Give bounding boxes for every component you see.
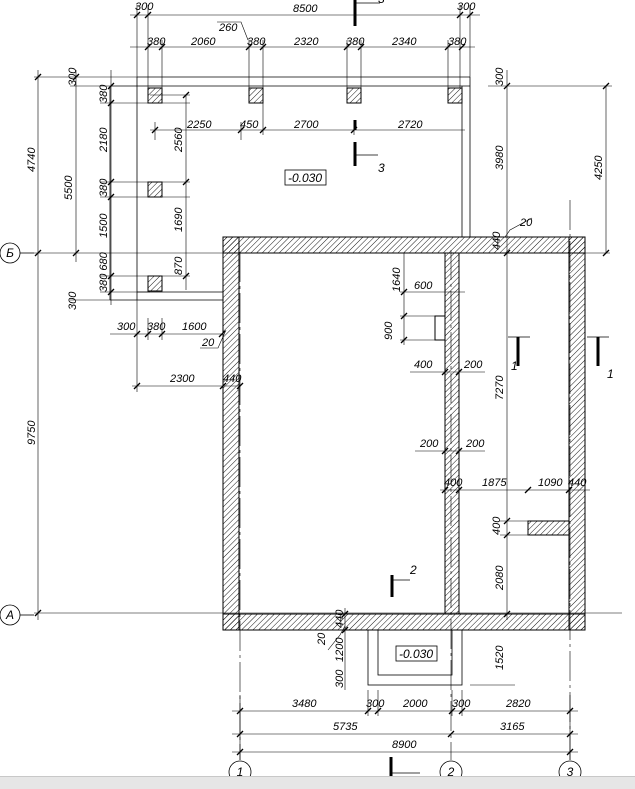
dim-text: 8900	[392, 739, 417, 751]
section-label-1-left: 1	[511, 359, 518, 373]
axis-label-2: 2	[447, 765, 455, 776]
dim-text: 2700	[293, 119, 319, 131]
dim-text: 1500	[98, 213, 110, 238]
canopy-outline	[109, 76, 471, 301]
dim-text: 1690	[173, 207, 185, 232]
dim-text: 300	[67, 67, 79, 86]
dim-text: 900	[383, 321, 395, 340]
entrance-porch	[367, 629, 463, 686]
dim-text: 380	[98, 84, 110, 103]
dim-text: 380	[147, 321, 166, 333]
dim-text: 300	[457, 1, 476, 13]
dim-text: 380	[346, 36, 365, 48]
building-walls	[222, 236, 586, 631]
dim-text: 2820	[505, 698, 531, 710]
dim-text: 20	[316, 632, 328, 646]
level-mark-top: -0.030	[288, 171, 322, 185]
dim-text: 2300	[169, 373, 195, 385]
dim-text: 380	[98, 178, 110, 197]
dim-text: 3165	[500, 721, 525, 733]
dim-text: 20	[519, 217, 533, 229]
dim-text: 2080	[494, 565, 506, 591]
dim-text: 1600	[182, 321, 207, 333]
section-markers	[353, 0, 609, 776]
dim-text: 3480	[292, 698, 317, 710]
dim-text: 600	[414, 280, 433, 292]
dim-text: 5500	[63, 175, 75, 200]
dimension-lines	[34, 5, 612, 760]
dim-text: 300	[67, 291, 79, 310]
dim-text: 20	[201, 337, 215, 349]
dim-text: 300	[334, 669, 346, 688]
dim-text: 380 680	[98, 251, 110, 292]
dim-text: 400	[444, 477, 463, 489]
dim-text: 5735	[333, 721, 358, 733]
dimension-ticks	[34, 11, 610, 756]
dim-text: 440	[491, 231, 503, 250]
dim-text: 440	[568, 477, 587, 489]
dim-text: 2320	[293, 36, 319, 48]
dim-text: 1640	[391, 267, 403, 292]
dim-text: 440	[334, 609, 346, 628]
section-labels: 3 3 1 1 2 2	[378, 0, 614, 776]
level-mark-bottom: -0.030	[399, 647, 433, 661]
dim-text: 380	[247, 36, 266, 48]
dim-text: 300	[366, 698, 385, 710]
dim-text: 2250	[186, 119, 212, 131]
dim-text: 3980	[494, 145, 506, 170]
level-marks: -0.030 -0.030	[284, 169, 438, 662]
dim-text: 260	[218, 22, 238, 34]
dim-text: 400	[414, 359, 433, 371]
dim-text: 8500	[293, 3, 318, 15]
axis-label-1: 1	[237, 765, 244, 776]
section-label-2-bottom: 2	[413, 775, 421, 776]
dim-text: 200	[465, 438, 485, 450]
dim-text: 300	[494, 67, 506, 86]
section-label-3-top: 3	[378, 0, 385, 6]
axis-labels: Б А 1 2 3	[5, 246, 574, 776]
dim-text: 2060	[190, 36, 216, 48]
dim-text: 450	[240, 119, 259, 131]
dimension-texts: 300 8500 300 260 380 2060 380 2320 380 2…	[26, 1, 605, 751]
dim-text: 2180	[98, 127, 110, 153]
dim-text: 2000	[402, 698, 428, 710]
dim-text: 1090	[538, 477, 563, 489]
axis-bubbles	[0, 242, 582, 776]
dim-text: 2720	[397, 119, 423, 131]
dim-text: 870	[173, 256, 185, 275]
dim-text: 2560	[173, 127, 185, 153]
dim-text: 200	[419, 438, 439, 450]
dim-text: 400	[491, 516, 503, 535]
dim-text: 300	[135, 1, 154, 13]
dim-text: 7270	[494, 375, 506, 400]
dim-text: 300	[117, 321, 136, 333]
axis-label-a: А	[5, 608, 14, 622]
dim-text: 1520	[494, 645, 506, 670]
dim-text: 380	[448, 36, 467, 48]
section-label-2: 2	[409, 563, 417, 577]
dim-text: 2340	[391, 36, 417, 48]
dim-text: 4740	[26, 147, 38, 172]
axis-label-3: 3	[567, 765, 574, 776]
dim-text: 300	[452, 698, 471, 710]
dim-text: 9750	[26, 420, 38, 445]
dim-text: 1875	[482, 477, 507, 489]
status-bar	[0, 776, 635, 789]
dim-text: 380	[147, 36, 166, 48]
section-label-3: 3	[378, 161, 385, 175]
dim-text: 1200	[334, 637, 346, 662]
dim-text: 200	[463, 359, 483, 371]
dim-text: 4250	[593, 155, 605, 180]
grid-lines	[34, 200, 622, 760]
dim-text: 440	[223, 373, 242, 385]
section-label-1-right: 1	[607, 367, 614, 381]
axis-label-b: Б	[6, 246, 14, 260]
